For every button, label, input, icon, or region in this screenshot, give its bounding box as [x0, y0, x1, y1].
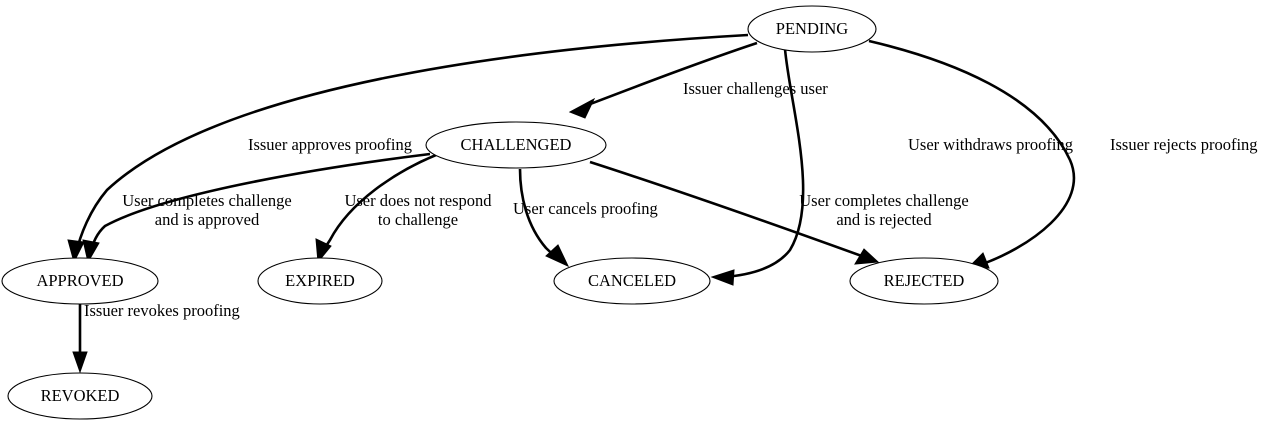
node-ellipse	[747, 5, 877, 53]
node-ellipse	[849, 257, 999, 305]
edge-label-pending-approved: Issuer approves proofing	[248, 135, 412, 154]
edge-label-line: User cancels proofing	[513, 199, 658, 218]
edge-label-line: Issuer challenges user	[683, 79, 828, 98]
arrowhead-icon	[545, 244, 570, 268]
edge-label-line: Issuer revokes proofing	[84, 301, 240, 320]
edge-label-line: User does not respond	[344, 191, 492, 210]
edge-line	[723, 48, 805, 279]
edge-label-line: and is approved	[155, 210, 260, 229]
node-label: REJECTED	[884, 271, 965, 290]
state-node-rejected[interactable]: REJECTED	[849, 257, 999, 305]
edge-pending-approved	[67, 33, 749, 264]
state-node-challenged[interactable]: CHALLENGED	[425, 121, 607, 169]
edge-line	[868, 39, 1076, 268]
arrowhead-icon	[72, 351, 88, 374]
edge-challenged-expired	[315, 153, 437, 264]
edge-label-pending-rejected: Issuer rejects proofing	[1110, 135, 1258, 154]
state-node-revoked[interactable]: REVOKED	[7, 372, 153, 420]
edge-approved-revoked	[72, 304, 88, 374]
edge-label-pending-canceled: User withdraws proofing	[908, 135, 1073, 154]
arrowhead-icon	[568, 97, 596, 119]
edge-line	[589, 160, 871, 261]
edge-challenged-canceled	[518, 168, 570, 268]
edge-pending-canceled	[710, 48, 805, 286]
edge-label-line: User completes challenge	[799, 191, 969, 210]
arrowhead-icon	[710, 269, 735, 286]
edge-label-challenged-canceled: User cancels proofing	[513, 199, 658, 218]
arrowhead-icon	[67, 239, 85, 264]
edge-label-approved-revoked: Issuer revokes proofing	[84, 301, 240, 320]
arrowhead-icon	[315, 238, 332, 264]
node-label: APPROVED	[36, 271, 123, 290]
node-ellipse	[553, 257, 711, 305]
state-node-canceled[interactable]: CANCELED	[553, 257, 711, 305]
node-label: CANCELED	[588, 271, 676, 290]
node-label: CHALLENGED	[461, 135, 572, 154]
edge-line	[584, 41, 758, 108]
edges-layer	[67, 33, 1076, 374]
node-ellipse	[7, 372, 153, 420]
edge-label-line: User completes challenge	[122, 191, 292, 210]
nodes-layer: PENDING CHALLENGED APPROVED EXPIRED CANCELED…	[1, 5, 999, 420]
edge-line	[74, 33, 749, 255]
arrowhead-icon	[82, 239, 100, 264]
edge-line	[88, 152, 431, 256]
edge-label-line: Issuer rejects proofing	[1110, 135, 1258, 154]
edge-label-pending-challenged: Issuer challenges user	[683, 79, 828, 98]
node-label: EXPIRED	[285, 271, 355, 290]
edge-pending-rejected	[868, 39, 1076, 270]
edge-challenged-rejected	[589, 160, 880, 265]
node-label: REVOKED	[41, 386, 120, 405]
edge-label-line: and is rejected	[836, 210, 932, 229]
state-node-approved[interactable]: APPROVED	[1, 257, 159, 305]
edge-label-line: Issuer approves proofing	[248, 135, 412, 154]
node-label: PENDING	[776, 19, 848, 38]
state-node-expired[interactable]: EXPIRED	[257, 257, 383, 305]
edge-label-line: to challenge	[378, 210, 458, 229]
arrowhead-icon	[854, 248, 880, 265]
node-ellipse	[257, 257, 383, 305]
edge-label-line: User withdraws proofing	[908, 135, 1073, 154]
edge-pending-challenged	[568, 41, 758, 119]
node-ellipse	[1, 257, 159, 305]
edge-challenged-approved	[82, 152, 431, 264]
state-node-pending[interactable]: PENDING	[747, 5, 877, 53]
node-ellipse	[425, 121, 607, 169]
